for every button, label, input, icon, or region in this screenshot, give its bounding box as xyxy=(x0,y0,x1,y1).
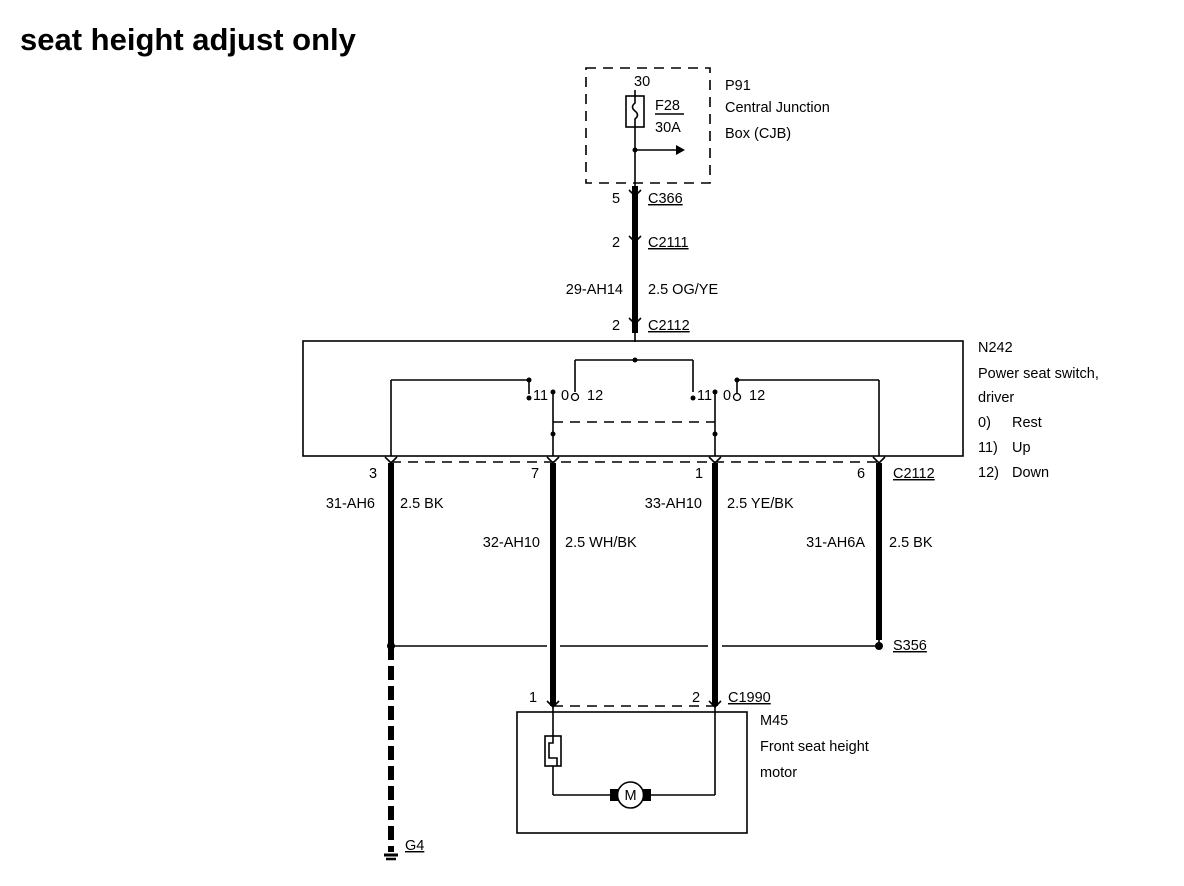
switch-outline xyxy=(302,340,964,457)
c2112-top-label: C2112 xyxy=(648,318,690,334)
w4-circuit: 31-AH6A xyxy=(806,535,865,551)
position-up-num: 11) xyxy=(978,440,998,456)
position-rest-label: Rest xyxy=(1012,415,1042,431)
motor-outline xyxy=(516,711,748,834)
feed-circuit: 29-AH14 xyxy=(566,282,623,298)
left-contact-rest-label: 0 xyxy=(561,388,569,404)
cjb-pin-30: 30 xyxy=(634,74,650,90)
c2111-label: C2111 xyxy=(648,235,689,251)
motor-internal-wiring xyxy=(552,706,716,796)
c2112-bottom-pin-6: 6 xyxy=(857,466,865,482)
c366-chevron-icon xyxy=(628,189,642,198)
motor-name-line1: Front seat height xyxy=(760,739,869,755)
page-title: seat height adjust only xyxy=(20,22,357,57)
feed-spec: 2.5 OG/YE xyxy=(648,282,718,298)
fuse-id: F28 xyxy=(655,98,680,114)
position-up-label: Up xyxy=(1012,440,1031,456)
c1990-pin-2: 2 xyxy=(692,690,700,706)
c1990-label: C1990 xyxy=(728,690,771,706)
c1990-pin-1: 1 xyxy=(529,690,537,706)
right-contact-up-label: 11 xyxy=(697,388,712,404)
cjb-id: P91 xyxy=(725,78,751,94)
position-down-label: Down xyxy=(1012,465,1049,481)
ground-label: G4 xyxy=(405,838,424,854)
motor-name-line2: motor xyxy=(760,765,797,781)
c366-pin: 5 xyxy=(612,191,620,207)
w1-spec: 2.5 BK xyxy=(400,496,444,512)
w2-circuit: 32-AH10 xyxy=(483,535,540,551)
switch-name-line2: driver xyxy=(978,390,1014,406)
left-contact-up-label: 11 xyxy=(533,388,548,404)
right-contact-rest-label: 0 xyxy=(723,388,731,404)
position-rest-num: 0) xyxy=(978,415,991,431)
cjb-name-line2: Box (CJB) xyxy=(725,126,791,142)
cjb-name-line1: Central Junction xyxy=(725,100,830,116)
switch-name-line1: Power seat switch, xyxy=(978,366,1099,382)
w4-spec: 2.5 BK xyxy=(889,535,933,551)
fuse-rating: 30A xyxy=(655,120,681,136)
c366-label: C366 xyxy=(648,191,683,207)
c2111-chevron-icon xyxy=(628,235,642,244)
c2112-top-chevron-icon xyxy=(628,317,642,326)
fuse-icon xyxy=(625,95,645,128)
left-contact-down-label: 12 xyxy=(587,388,603,404)
switch-id: N242 xyxy=(978,340,1013,356)
w2-spec: 2.5 WH/BK xyxy=(565,535,637,551)
motor-symbol: M xyxy=(624,788,636,804)
c2112-bottom-pin-7: 7 xyxy=(531,466,539,482)
c2112-top-pin: 2 xyxy=(612,318,620,334)
switch-internal-wiring xyxy=(390,357,880,456)
right-contact-down-label: 12 xyxy=(749,388,765,404)
splice-dot-right xyxy=(875,642,883,650)
c2111-pin: 2 xyxy=(612,235,620,251)
arrow-right-icon xyxy=(676,145,685,155)
motor-icon: M xyxy=(610,781,651,809)
splice-dot-left xyxy=(387,642,395,650)
w3-circuit: 33-AH10 xyxy=(645,496,702,512)
w1-circuit: 31-AH6 xyxy=(326,496,375,512)
c2112-bottom-pin-3: 3 xyxy=(369,466,377,482)
thermal-breaker-icon xyxy=(544,735,562,767)
c2112-bottom-pin-1: 1 xyxy=(695,466,703,482)
c2112-bottom-label: C2112 xyxy=(893,466,935,482)
splice-label: S356 xyxy=(893,638,927,654)
ground-icon xyxy=(384,853,398,861)
w3-spec: 2.5 YE/BK xyxy=(727,496,794,512)
position-down-num: 12) xyxy=(978,465,999,481)
motor-id: M45 xyxy=(760,713,788,729)
